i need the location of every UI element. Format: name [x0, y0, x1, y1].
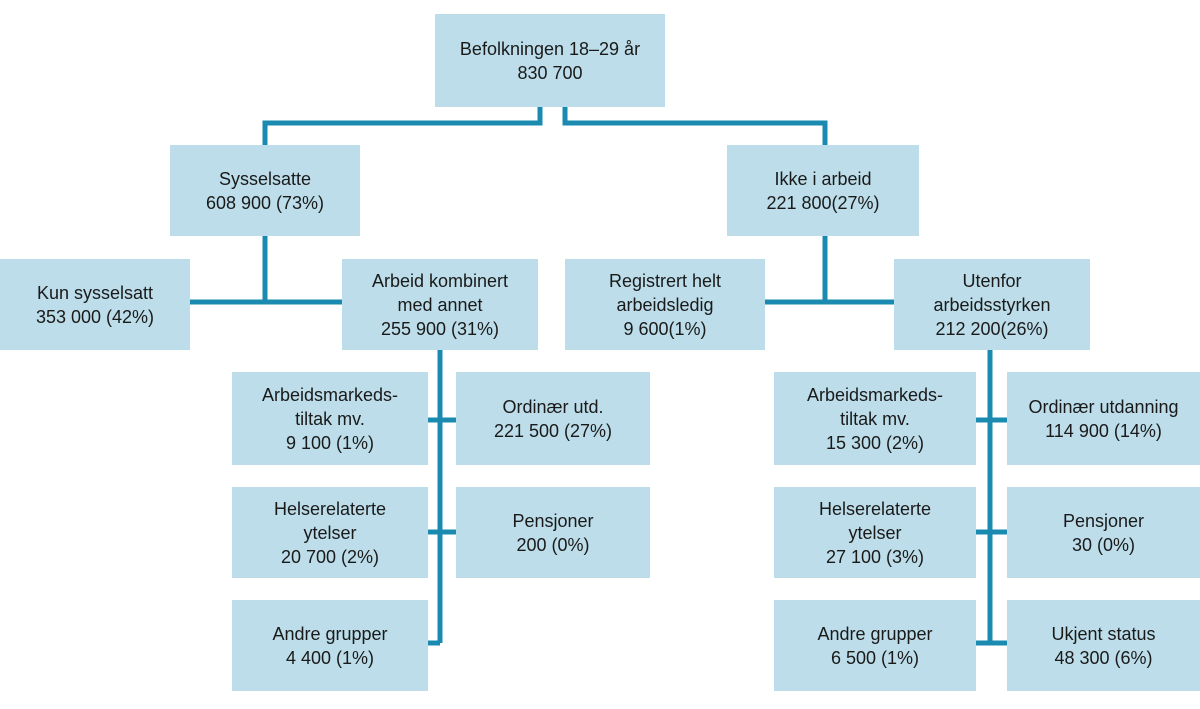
node-label: Ordinær utdanning	[1028, 396, 1179, 417]
node-value: 212 200(26%)	[935, 318, 1049, 339]
node-label: Helserelaterte	[273, 498, 387, 519]
node-label: Andre grupper	[817, 623, 933, 644]
connector-root-left	[262, 107, 543, 145]
node-outside-labour-market-measures: Arbeidsmarkeds- tiltak mv. 15 300 (2%)	[774, 372, 976, 465]
node-label: Ukjent status	[1051, 623, 1156, 644]
node-label: tiltak mv.	[295, 408, 365, 429]
connector-root-right	[562, 107, 828, 145]
node-employed: Sysselsatte 608 900 (73%)	[170, 145, 360, 236]
node-outside-labour-force: Utenfor arbeidsstyrken 212 200(26%)	[894, 259, 1090, 350]
node-value: 830 700	[517, 62, 583, 83]
node-label: Arbeidsmarkeds-	[806, 384, 944, 405]
node-value: 221 500 (27%)	[493, 420, 613, 441]
node-label: med annet	[397, 294, 483, 315]
node-value: 27 100 (3%)	[825, 546, 925, 567]
node-label: Registrert helt	[608, 270, 722, 291]
node-label: Ordinær utd.	[502, 396, 604, 417]
node-label: Pensjoner	[512, 510, 594, 531]
node-outside-pensions: Pensjoner 30 (0%)	[1007, 487, 1200, 578]
node-combined-pensions: Pensjoner 200 (0%)	[456, 487, 650, 578]
node-combined-other-groups: Andre grupper 4 400 (1%)	[232, 600, 428, 691]
node-registered-unemployed: Registrert helt arbeidsledig 9 600(1%)	[565, 259, 765, 350]
node-label: tiltak mv.	[840, 408, 910, 429]
node-value: 20 700 (2%)	[280, 546, 380, 567]
node-value: 9 100 (1%)	[285, 432, 375, 453]
node-value: 30 (0%)	[1071, 534, 1136, 555]
node-value: 221 800(27%)	[766, 192, 880, 213]
node-value: 15 300 (2%)	[825, 432, 925, 453]
node-label: Andre grupper	[272, 623, 388, 644]
node-value: 9 600(1%)	[623, 318, 707, 339]
node-label: Befolkningen 18–29 år	[459, 38, 641, 59]
node-combined-health-benefits: Helserelaterte ytelser 20 700 (2%)	[232, 487, 428, 578]
node-label: ytelser	[303, 522, 357, 543]
node-population-18-29: Befolkningen 18–29 år 830 700	[435, 14, 665, 107]
node-label: Kun sysselsatt	[36, 282, 154, 303]
node-value: 4 400 (1%)	[285, 647, 375, 668]
node-label: Helserelaterte	[818, 498, 932, 519]
node-combined-ordinary-education: Ordinær utd. 221 500 (27%)	[456, 372, 650, 465]
node-value: 255 900 (31%)	[380, 318, 500, 339]
node-outside-health-benefits: Helserelaterte ytelser 27 100 (3%)	[774, 487, 976, 578]
node-label: Ikke i arbeid	[774, 168, 872, 189]
node-only-employed: Kun sysselsatt 353 000 (42%)	[0, 259, 190, 350]
node-label: Arbeid kombinert	[371, 270, 509, 291]
node-not-working: Ikke i arbeid 221 800(27%)	[727, 145, 919, 236]
node-label: Utenfor	[962, 270, 1022, 291]
node-label: arbeidsstyrken	[933, 294, 1051, 315]
node-value: 353 000 (42%)	[35, 306, 155, 327]
node-combined-labour-market-measures: Arbeidsmarkeds- tiltak mv. 9 100 (1%)	[232, 372, 428, 465]
node-value: 114 900 (14%)	[1045, 420, 1162, 441]
node-label: Pensjoner	[1062, 510, 1145, 531]
node-outside-other-groups: Andre grupper 6 500 (1%)	[774, 600, 976, 691]
node-label: arbeidsledig	[616, 294, 714, 315]
node-value: 48 300 (6%)	[1054, 647, 1153, 668]
node-label: Arbeidsmarkeds-	[261, 384, 399, 405]
node-work-combined: Arbeid kombinert med annet 255 900 (31%)	[342, 259, 538, 350]
node-outside-ordinary-education: Ordinær utdanning 114 900 (14%)	[1007, 372, 1200, 465]
node-value: 6 500 (1%)	[830, 647, 920, 668]
node-label: Sysselsatte	[218, 168, 312, 189]
node-outside-unknown-status: Ukjent status 48 300 (6%)	[1007, 600, 1200, 691]
node-value: 608 900 (73%)	[205, 192, 325, 213]
node-value: 200 (0%)	[516, 534, 590, 555]
node-label: ytelser	[848, 522, 902, 543]
